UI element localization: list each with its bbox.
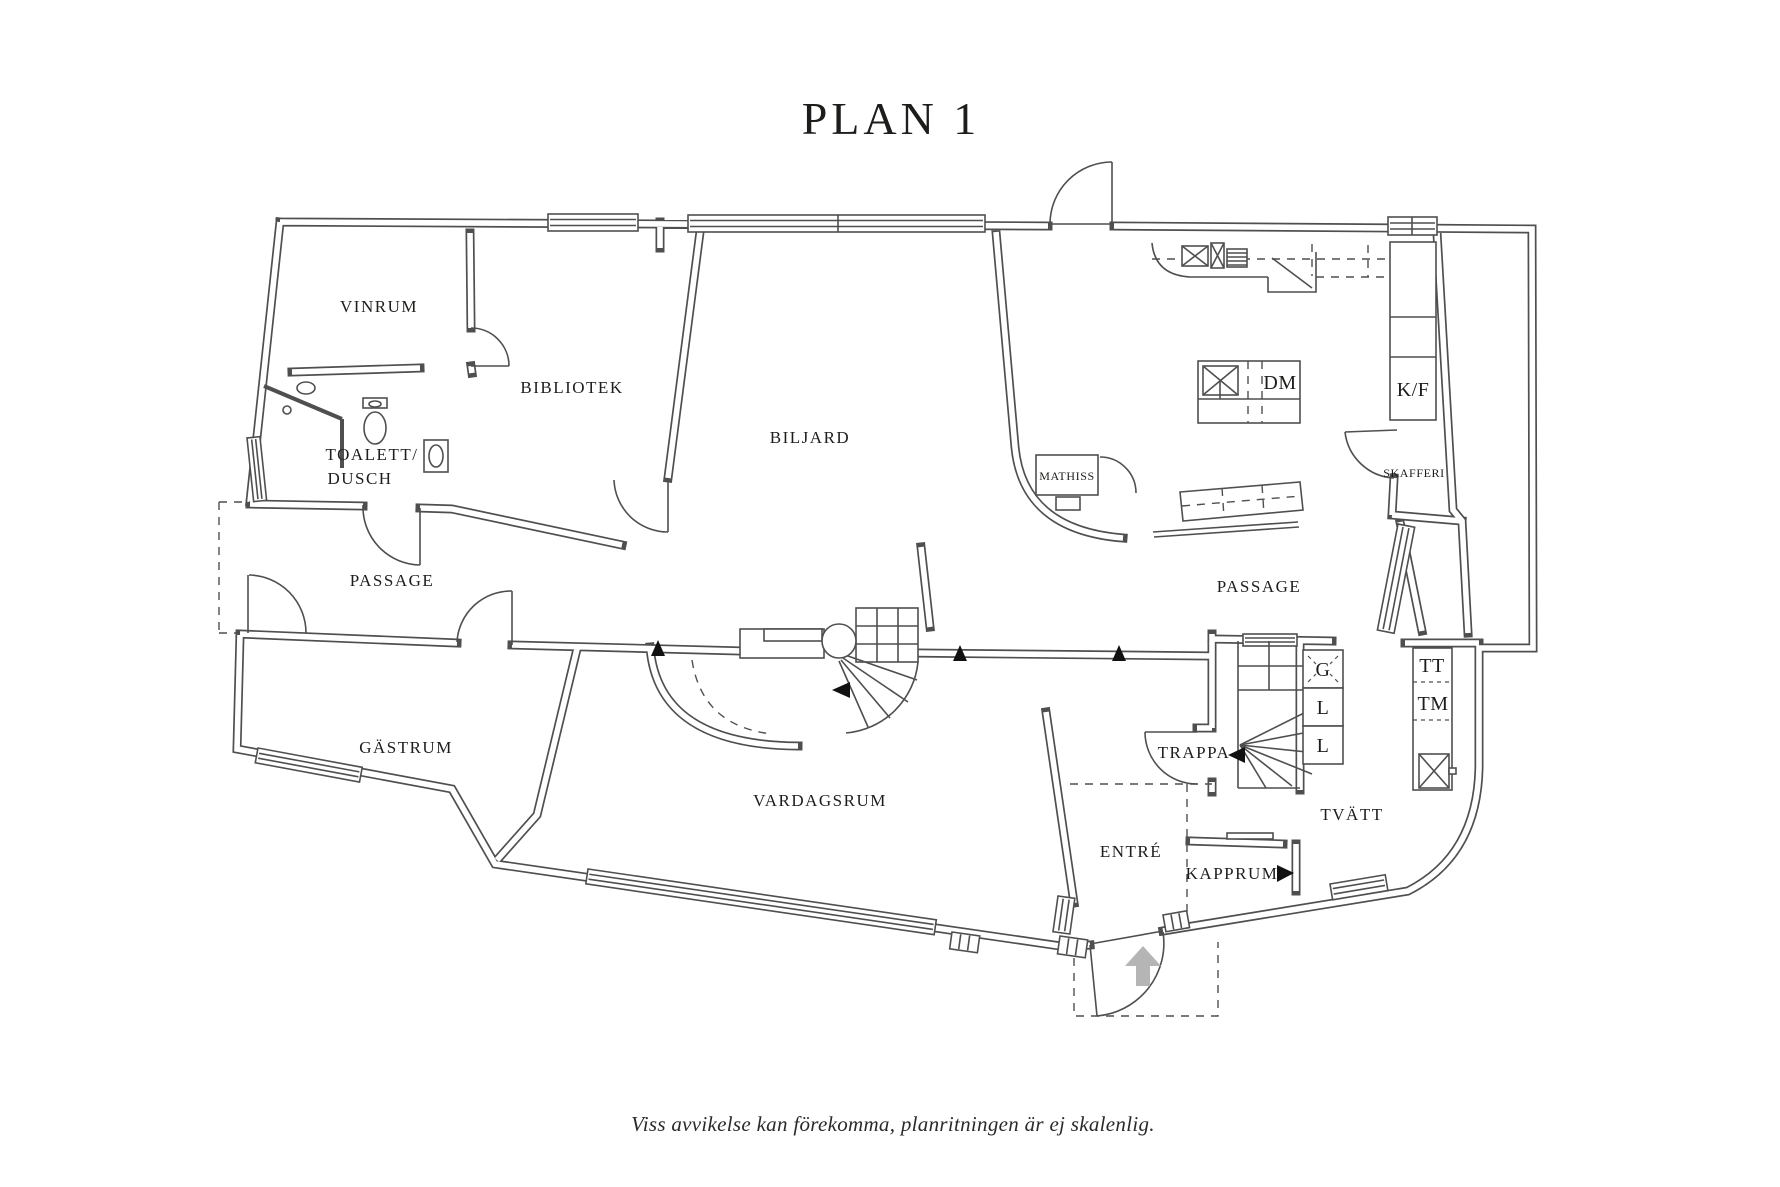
door-arc bbox=[1344, 429, 1398, 479]
door-arc bbox=[1099, 456, 1137, 494]
kapprum-arrow bbox=[1277, 865, 1294, 882]
room-label-vinrum: VINRUM bbox=[340, 297, 418, 316]
room-label-mathiss: MATHISS bbox=[1039, 469, 1095, 483]
kitchen-bench bbox=[1152, 481, 1304, 538]
threshold bbox=[948, 931, 981, 954]
opening-arrow bbox=[651, 640, 665, 656]
room-label-tvatt: TVÄTT bbox=[1320, 805, 1383, 824]
window bbox=[1376, 523, 1416, 635]
threshold bbox=[1162, 909, 1191, 933]
disclaimer-text: Viss avvikelse kan förekomma, planritnin… bbox=[631, 1112, 1155, 1136]
door-arc bbox=[1048, 161, 1114, 225]
label-garderob: G bbox=[1316, 659, 1331, 681]
room-label-entre: ENTRÉ bbox=[1100, 842, 1162, 861]
window bbox=[246, 435, 268, 503]
door-arc bbox=[1144, 731, 1198, 785]
door-arc bbox=[613, 478, 669, 533]
entrance-arrow-icon bbox=[1125, 946, 1161, 986]
appliance-labels: DM K/F TT TM G L L bbox=[1263, 372, 1448, 757]
door-arc bbox=[470, 327, 510, 367]
stair-direction-arrow bbox=[832, 682, 850, 698]
room-label-bibliotek: BIBLIOTEK bbox=[520, 378, 623, 397]
mathiss-lift bbox=[1035, 454, 1099, 511]
window bbox=[1329, 873, 1389, 901]
door-arc bbox=[247, 574, 307, 634]
kitchen-counter bbox=[1151, 242, 1388, 293]
window bbox=[687, 214, 986, 233]
room-label-skafferi: SKAFFERI bbox=[1383, 466, 1444, 480]
wardrobe-g bbox=[1302, 649, 1344, 689]
stove-icon bbox=[1226, 248, 1248, 268]
door-arc bbox=[456, 590, 513, 645]
door-arc bbox=[362, 504, 421, 566]
door-thresholds bbox=[948, 909, 1191, 959]
window bbox=[547, 213, 639, 232]
toilet bbox=[362, 397, 388, 445]
window bbox=[1387, 216, 1438, 236]
faucet-unit-icon bbox=[1210, 242, 1225, 269]
washbasin bbox=[423, 439, 449, 473]
laundry-sink-icon bbox=[1418, 753, 1457, 789]
opening-arrow bbox=[1112, 645, 1126, 661]
room-label-toalett: TOALETT/ bbox=[326, 445, 419, 464]
room-labels: VINRUM BIBLIOTEK BILJARD TOALETT/ DUSCH … bbox=[326, 297, 1445, 883]
sink-icon bbox=[1181, 245, 1209, 267]
window bbox=[1052, 895, 1076, 935]
threshold bbox=[1056, 935, 1089, 959]
shower bbox=[263, 381, 344, 468]
walls bbox=[232, 217, 1538, 952]
room-label-dusch: DUSCH bbox=[327, 469, 392, 488]
label-fridge-freezer: K/F bbox=[1397, 379, 1430, 401]
label-linne-2: L bbox=[1317, 735, 1330, 757]
room-label-gastrum: GÄSTRUM bbox=[359, 738, 453, 757]
window bbox=[1242, 633, 1298, 647]
room-label-vardagsrum: VARDAGSRUM bbox=[753, 791, 887, 810]
label-dryer: TT bbox=[1419, 655, 1444, 677]
kapprum-shelf bbox=[1226, 832, 1274, 840]
wardrobes bbox=[1302, 649, 1344, 765]
window bbox=[584, 868, 938, 936]
label-washer: TM bbox=[1418, 693, 1449, 715]
laundry-column bbox=[1412, 647, 1457, 791]
windows bbox=[246, 213, 1438, 936]
doors bbox=[247, 161, 1398, 1017]
room-label-passage-left: PASSAGE bbox=[350, 571, 435, 590]
door-arc bbox=[1089, 930, 1165, 1017]
wardrobe-l1 bbox=[1302, 687, 1344, 727]
room-label-passage-right: PASSAGE bbox=[1217, 577, 1302, 596]
sink-icon bbox=[1202, 365, 1239, 399]
basin-icon bbox=[296, 381, 316, 395]
wardrobe-l2 bbox=[1302, 725, 1344, 765]
label-linne-1: L bbox=[1317, 697, 1330, 719]
room-label-biljard: BILJARD bbox=[770, 428, 850, 447]
stair-direction-arrow bbox=[1228, 747, 1245, 763]
dashed-lines bbox=[218, 501, 1219, 1017]
room-label-kapprum: KAPPRUM bbox=[1186, 864, 1279, 883]
label-dishwasher: DM bbox=[1263, 372, 1296, 394]
kitchen-island-dm bbox=[1197, 360, 1301, 424]
opening-arrow bbox=[953, 645, 967, 661]
central-spiral-stair bbox=[691, 607, 919, 735]
plan-title: PLAN 1 bbox=[802, 93, 981, 144]
room-label-trappa: TRAPPA bbox=[1158, 743, 1231, 762]
opening-arrows bbox=[651, 640, 1294, 882]
fridge-freezer-cabinet bbox=[1389, 241, 1437, 421]
window bbox=[254, 747, 364, 783]
